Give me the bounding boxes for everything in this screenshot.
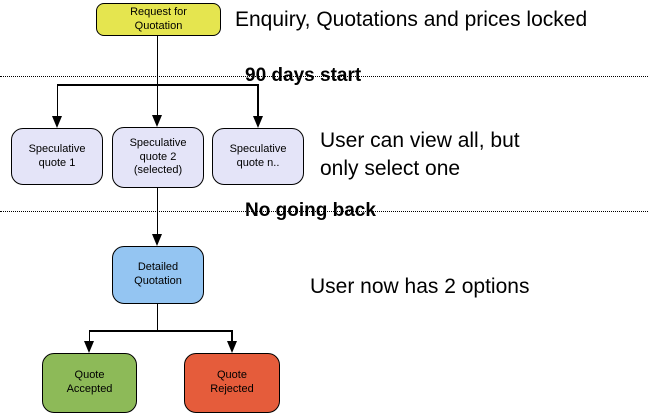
phase-divider-line-1: [0, 76, 648, 77]
arrowhead-to-spec2: [152, 115, 163, 127]
connector-to-spec1-line: [56, 84, 58, 116]
annotation-enquiry-prices-locked: Enquiry, Quotations and prices locked: [235, 8, 588, 31]
connector-request-down-line: [156, 36, 159, 84]
annotation-user-can-view-all: User can view all, but only select one: [320, 129, 520, 180]
connector-to-accepted-line: [88, 330, 91, 341]
node-quote-accepted: Quote Accepted: [42, 353, 137, 413]
node-quote-rejected: Quote Rejected: [184, 353, 280, 413]
arrowhead-to-spec1: [52, 116, 62, 128]
node-speculative-quote-1: Speculative quote 1: [11, 128, 103, 185]
phase-divider-line-2: [0, 211, 648, 212]
connector-to-spec3-line: [257, 84, 259, 116]
node-speculative-quote-2-selected: Speculative quote 2 (selected): [112, 127, 204, 188]
connector-detailed-down-line: [156, 304, 159, 330]
arrowhead-to-spec3: [252, 116, 263, 128]
arrowhead-to-accepted: [84, 341, 95, 353]
connector-to-spec2-line: [156, 84, 159, 115]
connector-to-rejected-line: [231, 330, 233, 341]
connector-spec2-to-detailed-line: [156, 188, 159, 234]
phase-label-90-days-start: 90 days start: [245, 65, 362, 86]
node-speculative-quote-n: Speculative quote n..: [212, 128, 304, 185]
arrowhead-to-rejected: [226, 341, 237, 353]
node-request-for-quotation: Request for Quotation: [96, 3, 221, 36]
phase-label-no-going-back: No going back: [245, 200, 376, 221]
connector-branch-bottom-bar: [88, 330, 232, 332]
annotation-user-two-options: User now has 2 options: [310, 275, 530, 298]
node-detailed-quotation: Detailed Quotation: [112, 246, 204, 304]
arrowhead-to-detailed: [152, 234, 163, 246]
